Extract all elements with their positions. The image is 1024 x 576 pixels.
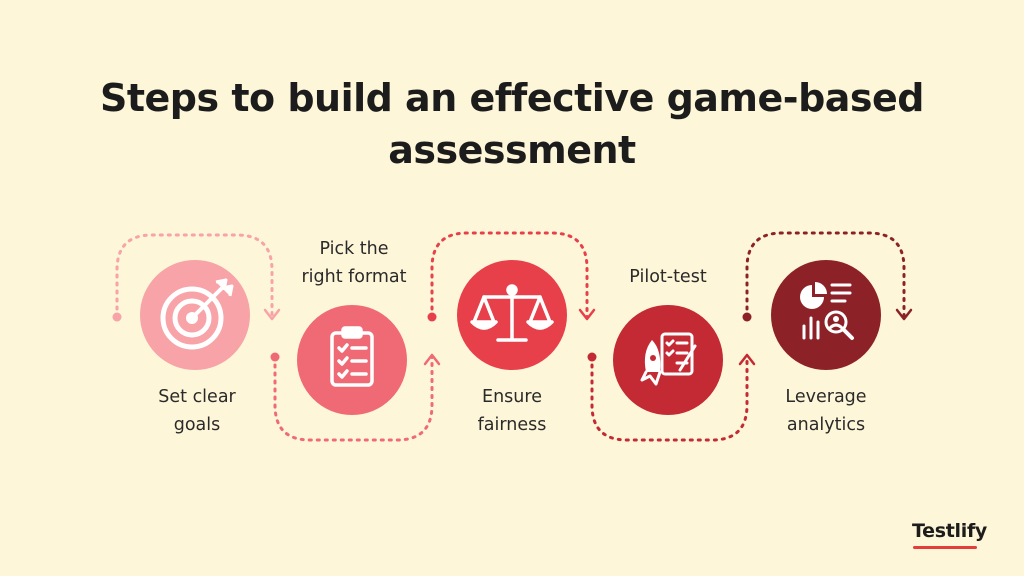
title-line-1: Steps to build an effective game-based [99,76,925,120]
title-line-2: assessment [388,128,636,172]
step-2-label: Pick the right format [274,235,434,291]
step-5-circle [771,260,881,370]
step-4-label-line-1: Pilot-test [629,267,707,287]
page-title: Steps to build an effective game-based a… [0,72,1024,176]
step-5-label: Leverage analytics [746,383,906,439]
analytics-magnifier-icon [800,282,854,340]
step-3-label-line-2: fairness [477,415,547,435]
brand-logo-underline [913,546,977,549]
step-1-label-line-2: goals [173,415,221,435]
connector-3 [427,231,596,322]
step-5-label-line-2: analytics [786,415,866,435]
connector-1 [112,233,281,322]
step-1-label: Set clear goals [117,383,277,439]
step-2-label-line-2: right format [301,267,407,287]
step-5-label-line-1: Leverage [785,387,867,407]
step-5-badge [771,260,881,370]
step-3-badge [457,260,567,370]
step-1-badge [140,260,250,370]
rocket-checklist-icon [640,332,697,386]
step-4-badge [613,305,723,415]
brand-logo: Testlify [912,520,987,542]
step-4-circle [613,305,723,415]
scales-icon [470,284,554,342]
step-2-label-line-1: Pick the [319,239,389,259]
step-3-label: Ensure fairness [432,383,592,439]
step-3-label-line-1: Ensure [482,387,542,407]
target-icon [160,278,234,350]
connector-4 [587,352,756,442]
connector-2 [270,352,441,442]
step-1-label-line-1: Set clear [158,387,236,407]
clipboard-checklist-icon [330,326,374,387]
step-2-badge [297,305,407,415]
connector-5 [742,231,913,322]
step-4-label: Pilot-test [588,263,748,291]
